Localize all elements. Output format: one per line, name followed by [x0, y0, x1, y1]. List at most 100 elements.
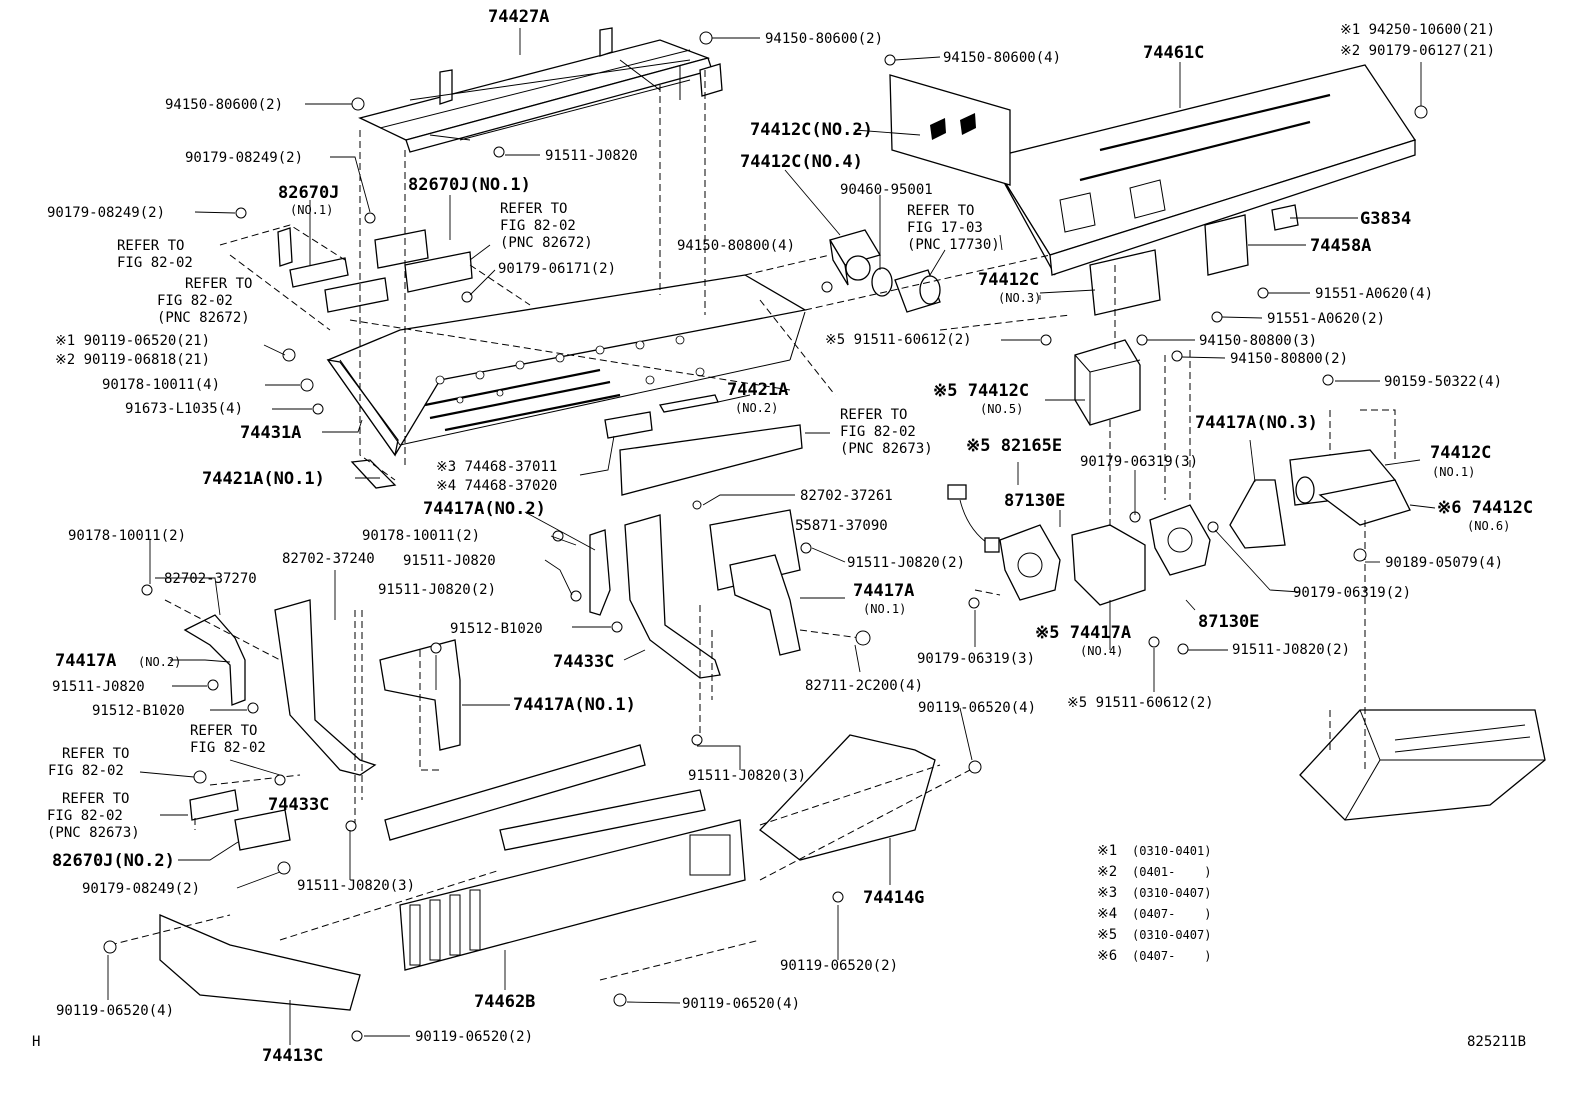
label-90119-06520-4-bottom: 90119-06520(4) [682, 996, 800, 1012]
label-note2-90179-06127: ※2 90179-06127(21) [1340, 43, 1495, 59]
label-refer-82672-top-b: FIG 82-02 [500, 218, 576, 234]
label-91511-j0820-left: 91511-J0820 [52, 679, 145, 695]
fan-87130e-right [1149, 504, 1211, 576]
label-90179-06319-3-bottom: 90179-06319(3) [917, 651, 1035, 667]
label-90179-08249-top: 90179-08249(2) [185, 150, 303, 166]
duct-74412c-no4 [829, 229, 881, 286]
label-note1-90119-06520: ※1 90119-06520(21) [55, 333, 210, 349]
label-74417a-left-no2: (NO.2) [138, 655, 181, 669]
label-refer-82-02-lowleft-a: REFER TO [62, 746, 129, 762]
label-74413c: 74413C [262, 1046, 323, 1066]
label-74427a: 74427A [488, 7, 549, 27]
filter-17730 [894, 269, 941, 313]
label-g3834: G3834 [1360, 209, 1411, 229]
label-74433c-right: 74433C [553, 652, 614, 672]
label-90178-10011-2-mid: 90178-10011(2) [362, 528, 480, 544]
diagram-number: 825211B [1467, 1034, 1526, 1050]
label-note4-74468-37020: ※4 74468-37020 [436, 478, 557, 494]
label-90179-08249-bottom: 90179-08249(2) [82, 881, 200, 897]
legend-range-4: (0407- ) [1132, 907, 1211, 921]
leader-lines [107, 28, 1436, 1045]
label-90119-06520-2-bottom: 90119-06520(2) [415, 1029, 533, 1045]
bracket-74417a-no3 [1229, 479, 1286, 549]
label-note6-74412c: ※6 74412C [1437, 498, 1533, 518]
label-74412c-no3: 74412C [978, 270, 1039, 290]
label-refer-82-02-mid-b: FIG 82-02 [190, 740, 266, 756]
label-74417a-no3: 74417A(NO.3) [1195, 413, 1318, 433]
bracket-74417a-no4 [1071, 524, 1146, 606]
bracket-74417a-no2-left [183, 614, 246, 706]
label-refer-82673-right-a: REFER TO [840, 407, 907, 423]
label-74433c-left: 74433C [268, 795, 329, 815]
label-refer-82673-lowleft-b: FIG 82-02 [47, 808, 123, 824]
label-74412c-no4: 74412C(NO.4) [740, 152, 863, 172]
label-90178-10011-4: 90178-10011(4) [102, 377, 220, 393]
label-94150-80600-2-top: 94150-80600(2) [765, 31, 883, 47]
label-refer-82673-lowleft-a: REFER TO [62, 791, 129, 807]
label-74421a-no2: (NO.2) [735, 401, 778, 415]
label-90460-95001: 90460-95001 [840, 182, 933, 198]
label-82702-37270: 82702-37270 [164, 571, 257, 587]
bracket-82670j-no2 [189, 789, 291, 851]
label-91511-j0820-2-mid: 91511-J0820(2) [847, 555, 965, 571]
bracket-74421a-no1 [350, 459, 397, 489]
plate-74412c-no6 [1318, 479, 1411, 526]
legend-range-2: (0401- ) [1132, 865, 1211, 879]
legend-mark-1: ※1 [1097, 843, 1117, 859]
label-91511-j0820-3-bottom: 91511-J0820(3) [297, 878, 415, 894]
label-91512-b1020-mid: 91512-B1020 [450, 621, 543, 637]
label-91511-j0820-2-midleft: 91511-J0820(2) [378, 582, 496, 598]
label-91511-j0820-3-mid: 91511-J0820(3) [688, 768, 806, 784]
legend-range-1: (0310-0401) [1132, 844, 1211, 858]
label-74417a-right-no1: (NO.1) [863, 602, 906, 616]
part-labels: 74427A 94150-80600(2) 94150-80600(2) 941… [47, 7, 1533, 1066]
label-note5-74412c: ※5 74412C [933, 381, 1029, 401]
label-refer-82673-right-b: FIG 82-02 [840, 424, 916, 440]
label-74461c: 74461C [1143, 43, 1204, 63]
label-74412c-no2: 74412C(NO.2) [750, 120, 873, 140]
label-note5-91511-60612-top: ※5 91511-60612(2) [825, 332, 972, 348]
upper-cover-74461c [988, 64, 1417, 276]
legend-range-6: (0407- ) [1132, 949, 1211, 963]
label-94150-80600-2-left: 94150-80600(2) [165, 97, 283, 113]
label-refer-82672-top-a: REFER TO [500, 201, 567, 217]
brace-74433c-left [274, 599, 377, 776]
label-82670j-left-no1: (NO.1) [290, 203, 333, 217]
label-74412c-no6: (NO.6) [1467, 519, 1510, 533]
label-91511-j0820-mid: 91511-J0820 [403, 553, 496, 569]
label-90179-06319-2: 90179-06319(2) [1293, 585, 1411, 601]
label-94150-80800-2: 94150-80800(2) [1230, 351, 1348, 367]
label-74412c-no1-title: 74412C [1430, 443, 1491, 463]
label-90189-05079: 90189-05079(4) [1385, 555, 1503, 571]
label-90179-06319-3-top: 90179-06319(3) [1080, 454, 1198, 470]
label-note5-82165e: ※5 82165E [966, 436, 1062, 456]
label-91511-j0820-top: 91511-J0820 [545, 148, 638, 164]
label-74417a-no2-mid: 74417A(NO.2) [423, 499, 546, 519]
label-94150-80800-3: 94150-80800(3) [1199, 333, 1317, 349]
label-82670j-no1: 82670J(NO.1) [408, 175, 531, 195]
legend-range-3: (0310-0407) [1132, 886, 1211, 900]
cover-74413c [159, 914, 361, 1011]
label-90119-06520-4-mid: 90119-06520(4) [918, 700, 1036, 716]
label-90119-06520-4-left: 90119-06520(4) [56, 1003, 174, 1019]
label-refer-17-03-c: (PNC 17730) [907, 237, 1000, 253]
label-91511-j0820-2-right: 91511-J0820(2) [1232, 642, 1350, 658]
duct-74412c-no1 [1289, 449, 1397, 506]
label-91551-a0620-2: 91551-A0620(2) [1267, 311, 1385, 327]
label-refer-82-02-left-a: REFER TO [117, 238, 184, 254]
label-55871-37090: 55871-37090 [795, 518, 888, 534]
label-refer-82672-left-c: (PNC 82672) [157, 310, 250, 326]
legend-mark-3: ※3 [1097, 885, 1117, 901]
label-74412c-no1-sub: (NO.1) [1432, 465, 1475, 479]
label-90178-10011-2-left: 90178-10011(2) [68, 528, 186, 544]
battery-module [1299, 709, 1546, 821]
label-91673-l1035: 91673-L1035(4) [125, 401, 243, 417]
grille-panel-74462b [399, 819, 746, 971]
legend-mark-6: ※6 [1097, 948, 1117, 964]
label-94150-80800-4: 94150-80800(4) [677, 238, 795, 254]
label-74462b: 74462B [474, 992, 535, 1012]
legend-mark-5: ※5 [1097, 927, 1117, 943]
label-82670j-no2: 82670J(NO.2) [52, 851, 175, 871]
label-refer-17-03-b: FIG 17-03 [907, 220, 983, 236]
